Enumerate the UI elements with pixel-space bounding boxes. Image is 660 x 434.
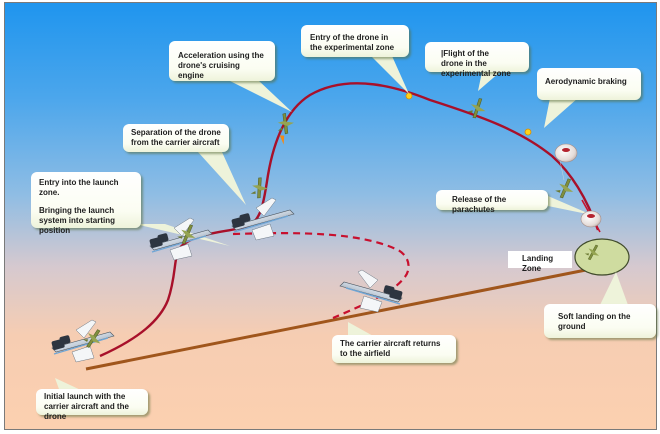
- landing-zone-area: [574, 238, 630, 276]
- carrier-aircraft-icon: [339, 269, 404, 313]
- drone-icon: [273, 111, 297, 145]
- carrier-ground-track: [85, 264, 607, 371]
- landing-zone-text: Landing Zone: [522, 254, 554, 273]
- separation-callout-tail: [198, 152, 246, 205]
- parachutes-text: Release of the parachutes: [452, 195, 507, 214]
- acceleration-callout-tail: [228, 80, 292, 112]
- launch-zone-text-line1: Entry into the launch zone.: [39, 178, 119, 197]
- callout-launch-zone: Entry into the launch zone. Bringing the…: [31, 172, 141, 235]
- drone-trajectory: [99, 82, 600, 358]
- flight-experimental-callout-tail: [478, 72, 500, 91]
- callout-acceleration: Acceleration using the drone's cruising …: [169, 41, 275, 81]
- callout-initial-launch: Initial launch with the carrier aircraft…: [36, 389, 148, 421]
- carrier-returns-text: The carrier aircraft returns to the airf…: [340, 339, 441, 358]
- carrier-returns-callout-tail: [348, 322, 375, 337]
- soft-landing-callout-tail: [600, 272, 628, 305]
- callout-carrier-returns: The carrier aircraft returns to the airf…: [332, 335, 456, 363]
- landing-zone-label: Landing Zone: [508, 251, 572, 273]
- callout-aerodynamic-braking: Aerodynamic braking: [537, 68, 641, 100]
- callout-flight-experimental: |Flight of the drone in the experimental…: [425, 42, 529, 78]
- entry-experimental-text: Entry of the drone in the experimental z…: [310, 33, 395, 52]
- aerodynamic-braking-text: Aerodynamic braking: [545, 77, 627, 86]
- callout-separation: Separation of the drone from the carrier…: [123, 124, 229, 152]
- waypoint-dot-icon: [524, 128, 532, 136]
- parachute-icon: [554, 143, 578, 181]
- callout-soft-landing: Soft landing on the ground: [544, 304, 656, 338]
- carrier-aircraft-icon: [50, 319, 115, 363]
- flight-experimental-text: |Flight of the drone in the experimental…: [441, 49, 511, 78]
- soft-landing-text: Soft landing on the ground: [558, 312, 631, 331]
- carrier-return-path: [232, 232, 410, 320]
- waypoint-dot-icon: [405, 92, 413, 100]
- initial-launch-callout-tail: [55, 378, 85, 392]
- parachute-icon: [580, 210, 602, 228]
- separation-text: Separation of the drone from the carrier…: [131, 128, 221, 147]
- acceleration-text: Acceleration using the drone's cruising …: [178, 51, 264, 80]
- initial-launch-text: Initial launch with the carrier aircraft…: [44, 392, 129, 421]
- parachutes-callout-tail: [548, 196, 592, 215]
- aerodynamic-braking-callout-tail: [544, 98, 578, 128]
- entry-experimental-callout-tail: [371, 56, 409, 94]
- callout-entry-experimental: Entry of the drone in the experimental z…: [301, 25, 409, 57]
- callout-parachutes: Release of the parachutes: [436, 190, 548, 214]
- launch-zone-text-line2: Bringing the launch system into starting…: [39, 206, 116, 235]
